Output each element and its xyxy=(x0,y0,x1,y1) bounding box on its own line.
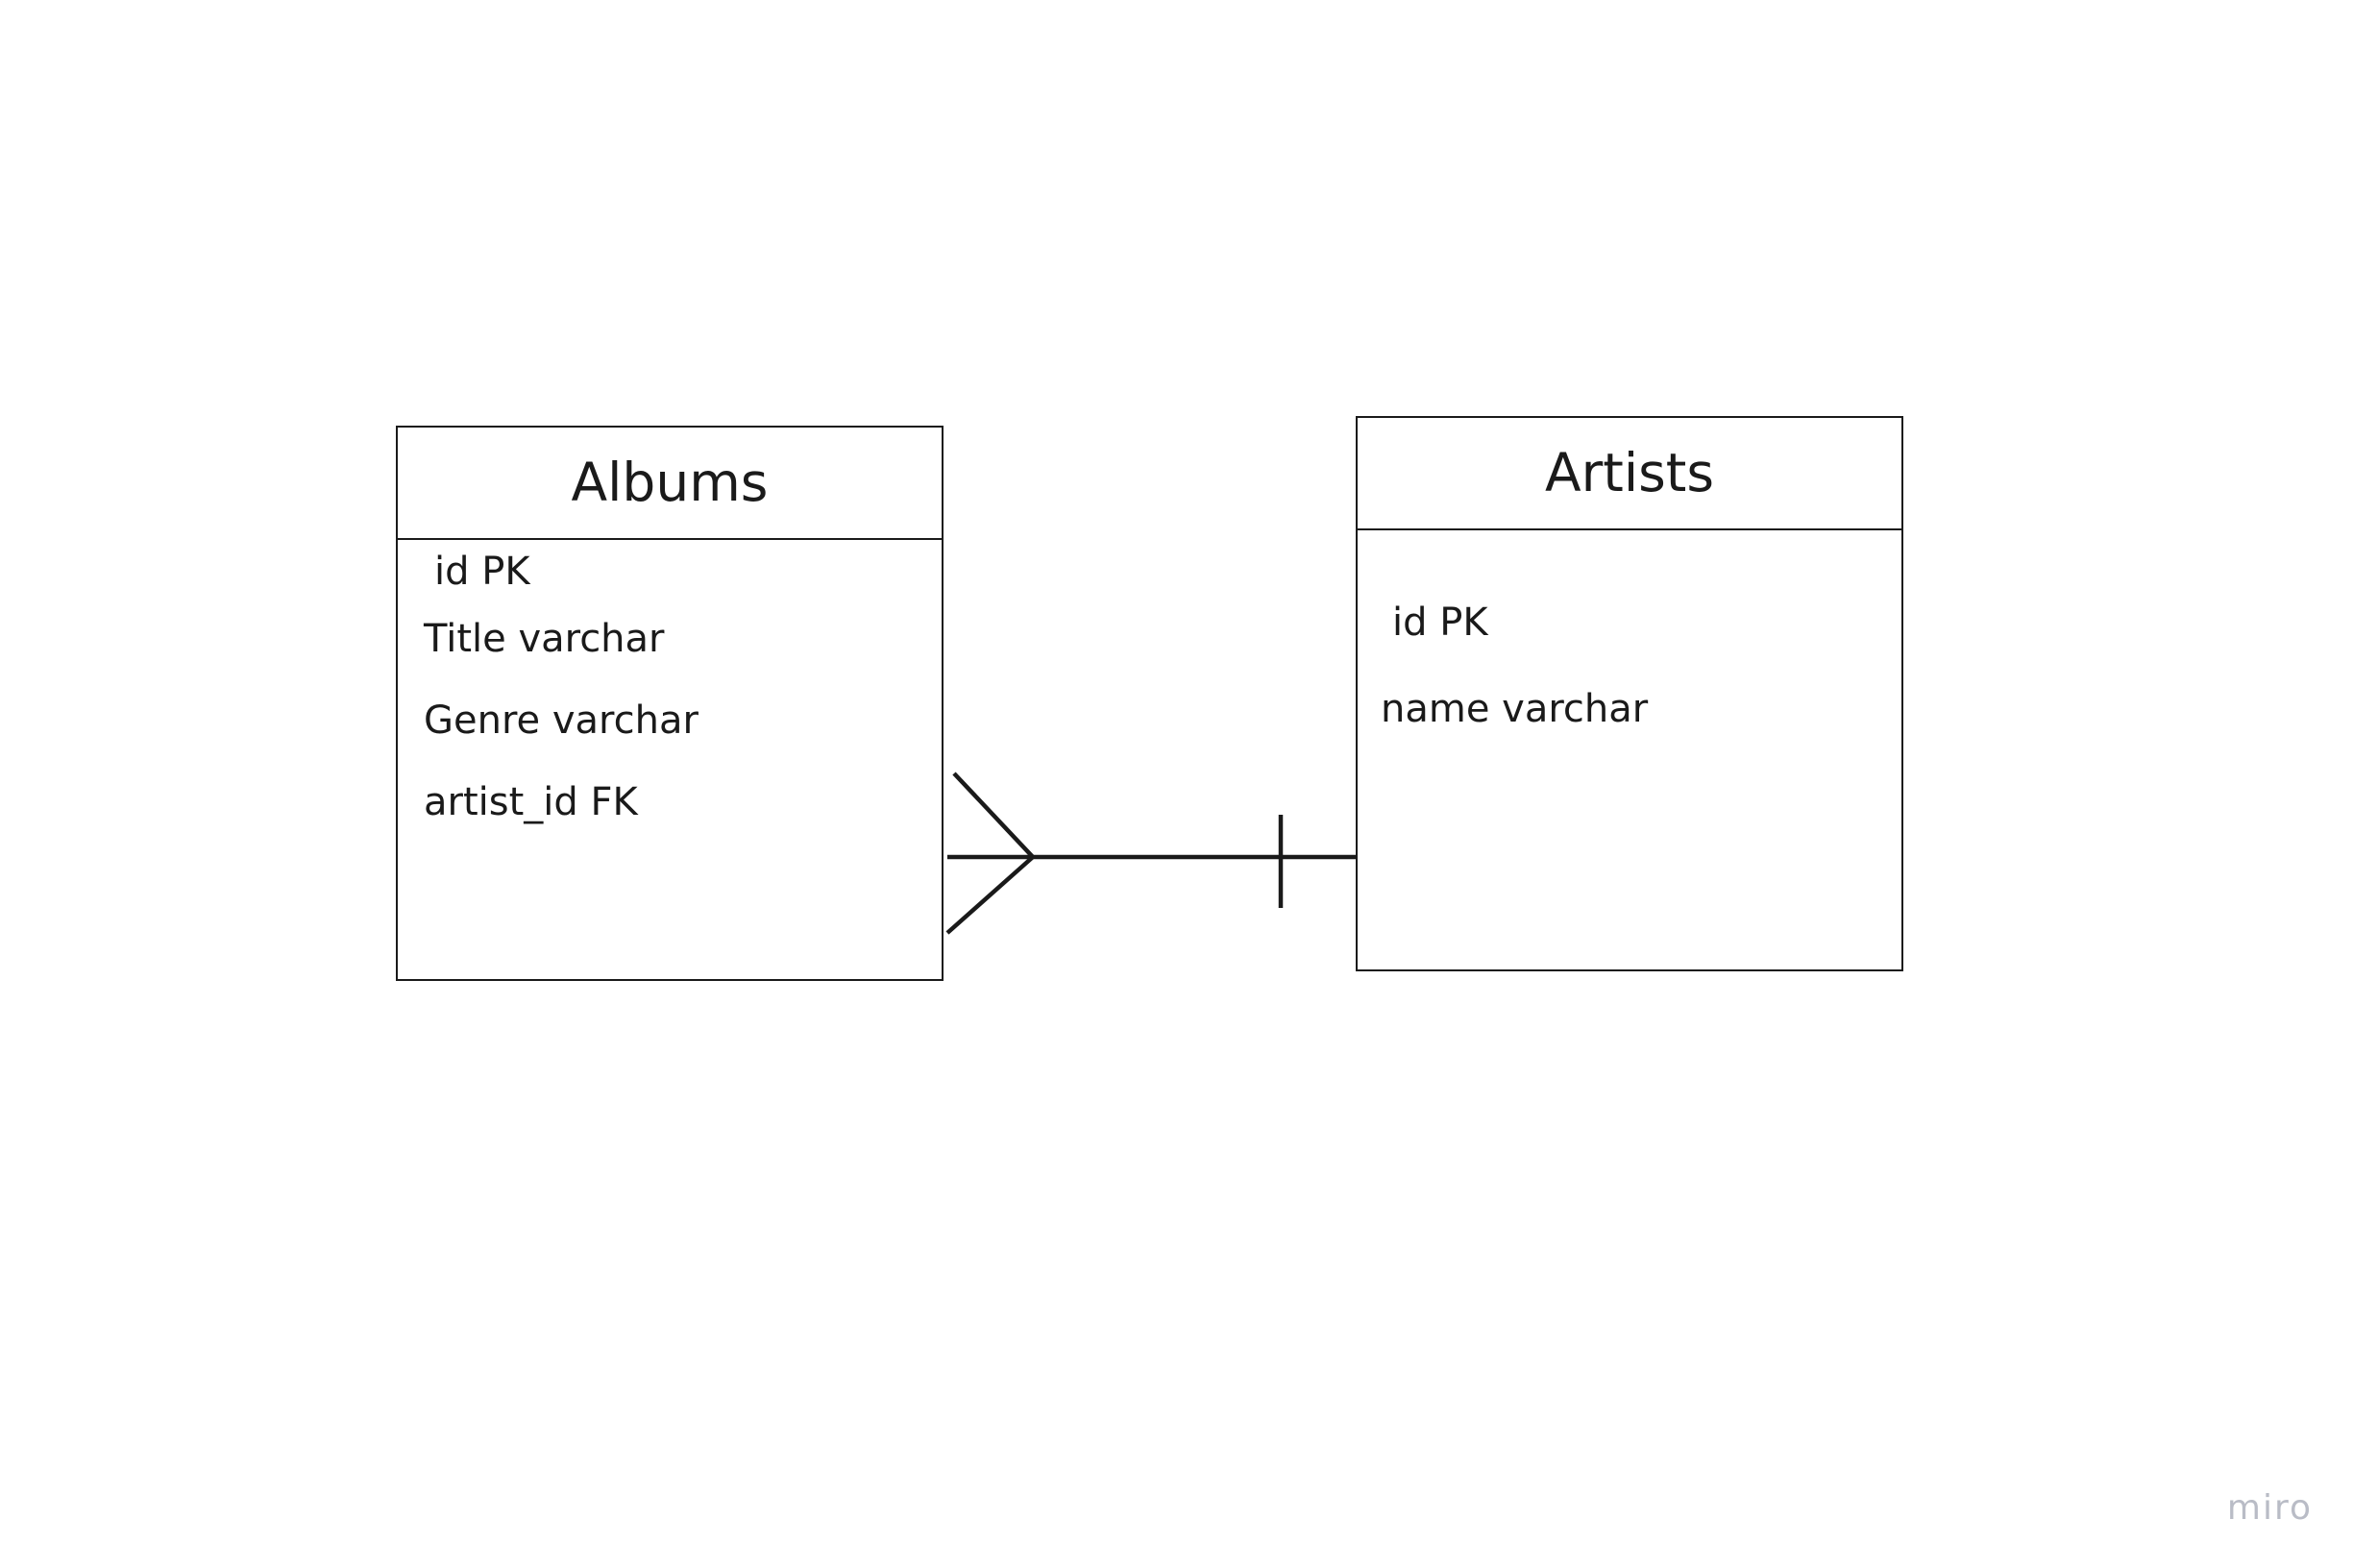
artists-attribute-name: name varchar xyxy=(1381,687,1649,731)
entity-albums[interactable]: Albums id PK Title varchar Genre varchar… xyxy=(396,426,944,981)
albums-attribute-artist-id: artist_id FK xyxy=(424,780,638,824)
crow-foot-upper-prong xyxy=(952,772,1035,859)
entity-artists-title: Artists xyxy=(1545,442,1714,503)
albums-attribute-id: id PK xyxy=(434,550,530,594)
entity-artists-header: Artists xyxy=(1358,418,1901,530)
artists-attribute-id: id PK xyxy=(1392,600,1488,645)
albums-attribute-title: Title varchar xyxy=(424,617,665,661)
miro-watermark: miro xyxy=(2226,1488,2313,1528)
entity-albums-title: Albums xyxy=(571,452,769,513)
entity-artists[interactable]: Artists id PK name varchar xyxy=(1356,416,1903,971)
albums-attribute-genre: Genre varchar xyxy=(424,698,699,743)
crow-foot-lower-prong xyxy=(945,855,1035,935)
entity-albums-header: Albums xyxy=(398,428,942,540)
